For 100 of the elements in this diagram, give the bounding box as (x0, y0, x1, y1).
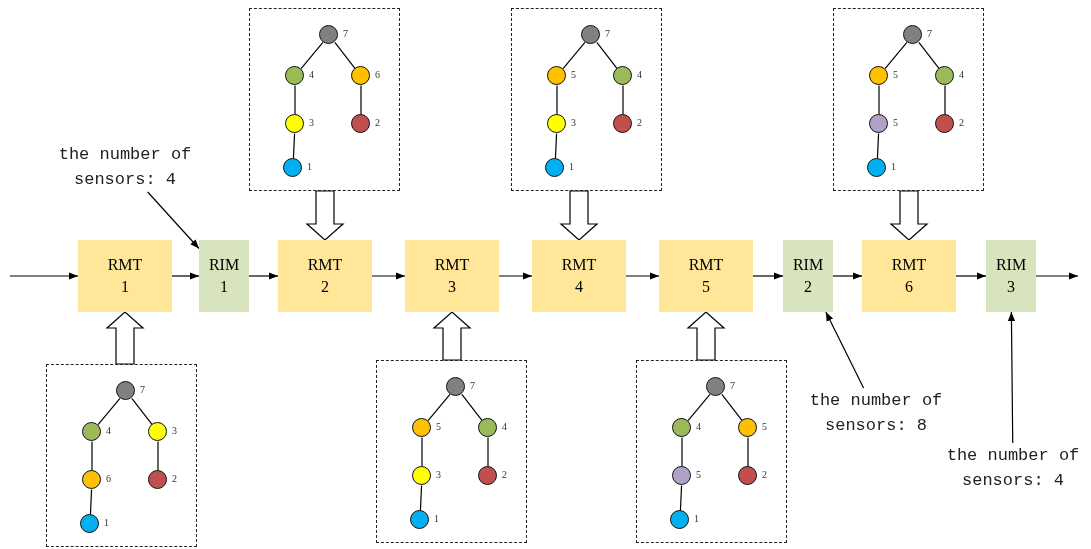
block-arrow (686, 311, 726, 361)
arrow (171, 272, 200, 280)
tree-node-circle (613, 66, 632, 85)
tree-node-circle (412, 418, 431, 437)
tree-branch-line (721, 393, 743, 422)
node-number-label: 3 (436, 469, 441, 481)
block-arrow (559, 190, 599, 241)
tree-branch-line (596, 41, 618, 70)
tree-branch-line (681, 436, 683, 468)
block-arrow (432, 311, 472, 361)
tree-inset-panel (833, 8, 984, 191)
tree-branch-line (747, 436, 749, 468)
tree-branch-line (157, 440, 159, 472)
annotation-text: the number of sensors: 4 (936, 443, 1090, 493)
node-number-label: 5 (436, 421, 441, 433)
tree-inset-panel (376, 360, 527, 543)
tree-node-circle (672, 466, 691, 485)
tree-branch-line (419, 484, 423, 512)
tree-node-circle (446, 377, 465, 396)
tree-node-circle (672, 418, 691, 437)
tree-node-circle (351, 66, 370, 85)
tree-node-circle (82, 422, 101, 441)
tree-branch-line (89, 488, 93, 516)
tree-node-circle (935, 66, 954, 85)
tree-node-circle (903, 25, 922, 44)
tree-node-circle (82, 470, 101, 489)
tree-node-circle (478, 466, 497, 485)
tree-node-circle (706, 377, 725, 396)
arrow (1035, 272, 1079, 280)
leader-line (147, 191, 200, 250)
block-arrow (105, 311, 145, 365)
tree-branch-line (294, 84, 296, 116)
node-number-label: 2 (502, 469, 507, 481)
tree-branch-line (487, 436, 489, 468)
process-box: RMT 6 (862, 240, 956, 312)
node-number-label: 7 (140, 384, 145, 396)
arrow (9, 272, 79, 280)
tree-branch-line (461, 393, 483, 422)
arrow (832, 272, 863, 280)
process-box: RMT 3 (405, 240, 499, 312)
node-number-label: 7 (605, 28, 610, 40)
tree-branch-line (427, 393, 451, 422)
tree-branch-line (918, 41, 940, 70)
arrow (752, 272, 784, 280)
tree-node-circle (547, 66, 566, 85)
tree-node-circle (738, 466, 757, 485)
tree-branch-line (884, 41, 908, 70)
node-number-label: 3 (172, 425, 177, 437)
node-number-label: 4 (502, 421, 507, 433)
tree-node-circle (545, 158, 564, 177)
tree-node-circle (581, 25, 600, 44)
node-number-label: 1 (104, 517, 109, 529)
node-number-label: 3 (571, 117, 576, 129)
tree-inset-panel (511, 8, 662, 191)
node-number-label: 2 (375, 117, 380, 129)
tree-node-circle (412, 466, 431, 485)
tree-branch-line (876, 132, 880, 160)
node-number-label: 4 (696, 421, 701, 433)
tree-branch-line (622, 84, 624, 116)
tree-branch-line (687, 393, 711, 422)
node-number-label: 7 (927, 28, 932, 40)
tree-node-circle (80, 514, 99, 533)
block-arrow (889, 190, 929, 241)
node-number-label: 1 (569, 161, 574, 173)
arrow (371, 272, 406, 280)
tree-node-circle (351, 114, 370, 133)
node-number-label: 1 (891, 161, 896, 173)
process-box: RIM 1 (199, 240, 249, 312)
node-number-label: 5 (893, 69, 898, 81)
tree-node-circle (148, 422, 167, 441)
node-number-label: 4 (106, 425, 111, 437)
tree-inset-panel (249, 8, 400, 191)
tree-inset-panel (46, 364, 197, 547)
tree-node-circle (738, 418, 757, 437)
process-box: RMT 1 (78, 240, 172, 312)
leader-line (1007, 311, 1016, 444)
node-number-label: 2 (172, 473, 177, 485)
process-box: RIM 2 (783, 240, 833, 312)
node-number-label: 6 (106, 473, 111, 485)
tree-branch-line (360, 84, 362, 116)
arrow (248, 272, 279, 280)
leader-line (825, 311, 865, 389)
tree-node-circle (116, 381, 135, 400)
tree-branch-line (334, 41, 356, 70)
node-number-label: 2 (762, 469, 767, 481)
arrow (625, 272, 660, 280)
tree-node-circle (867, 158, 886, 177)
process-box: RIM 3 (986, 240, 1036, 312)
tree-branch-line (556, 84, 558, 116)
node-number-label: 2 (959, 117, 964, 129)
tree-node-circle (410, 510, 429, 529)
annotation-text: the number of sensors: 4 (50, 142, 200, 192)
node-number-label: 2 (637, 117, 642, 129)
node-number-label: 1 (694, 513, 699, 525)
node-number-label: 7 (470, 380, 475, 392)
process-box: RMT 5 (659, 240, 753, 312)
node-number-label: 3 (309, 117, 314, 129)
tree-node-circle (319, 25, 338, 44)
tree-node-circle (283, 158, 302, 177)
node-number-label: 7 (730, 380, 735, 392)
